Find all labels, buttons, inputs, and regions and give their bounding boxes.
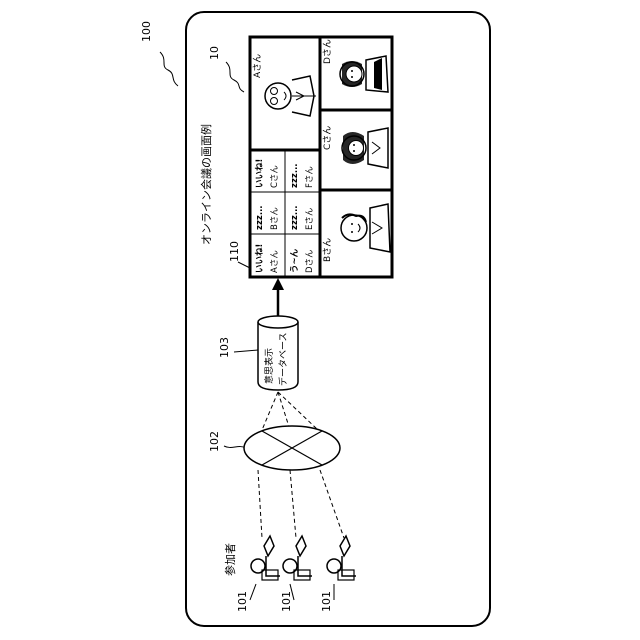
participant-a-name: Aさん [252,54,263,78]
reaction-status: いいね! [255,159,265,188]
participant-ref-label-2: 101 [280,591,293,612]
grid-ref-leader [238,262,250,268]
reaction-name: Fさん [305,166,315,188]
reaction-cell: zzz... Eさん [290,205,315,230]
person-c-illustration [342,128,388,168]
screen-caption: オンライン会議の画面例 [199,124,213,245]
reaction-cell: いいね! Cさん [255,159,280,188]
participant-c-name: Cさん [322,126,333,150]
reaction-name: Eさん [305,207,315,230]
reaction-cell: う~ん Dさん [290,248,315,273]
participant-b-panel: Bさん [322,204,390,262]
participant-terminal-2 [283,536,312,580]
database-label-line2: データベース [277,332,289,386]
participant-ref-label-1: 101 [236,591,249,612]
participant-d-panel: Dさん [322,39,388,92]
participant-b-name: Bさん [322,238,333,262]
grid-ref-label: 110 [228,241,241,262]
database-ref-label: 103 [218,337,231,358]
network-ellipse [244,426,340,470]
system-frame [186,12,490,626]
reaction-status: いいね! [255,244,265,273]
reaction-status: う~ん [290,248,300,273]
person-a-illustration [265,76,316,116]
screen-ref-label: 10 [208,46,221,60]
person-d-illustration [340,56,388,92]
reaction-name: Aさん [270,250,280,273]
participant-c-panel: Cさん [322,126,388,168]
reaction-status: zzz... [290,163,300,188]
database-label-line1: 意思表示 [263,348,275,384]
reaction-status: zzz... [255,205,265,230]
reaction-status: zzz... [290,205,300,230]
participant-ref-label-3: 101 [320,591,333,612]
reaction-name: Dさん [305,249,315,273]
participant-d-name: Dさん [322,39,333,64]
network-ref-label: 102 [208,431,221,452]
arrow-head [272,278,284,290]
person-b-illustration [341,204,390,252]
database-cylinder [258,316,298,390]
participants-label: 参加者 [223,543,237,576]
participant-terminal-1 [251,536,280,580]
participant-ref-leader [250,584,256,600]
reaction-cell: zzz... Fさん [290,163,315,188]
participant-a-panel: Aさん [252,54,316,116]
db-network-links [262,392,318,430]
reaction-name: Bさん [270,207,280,230]
participant-terminal-3 [327,536,356,580]
screen-ref-leader [226,62,244,92]
database-ref-leader [234,350,258,352]
network-ref-leader [224,446,246,448]
reaction-name: Cさん [270,165,280,188]
system-ref-leader [160,52,178,86]
system-ref-label: 100 [140,21,153,42]
reaction-cell: zzz... Bさん [255,205,280,230]
reaction-cell: いいね! Aさん [255,244,280,273]
network-participant-links [258,470,344,538]
